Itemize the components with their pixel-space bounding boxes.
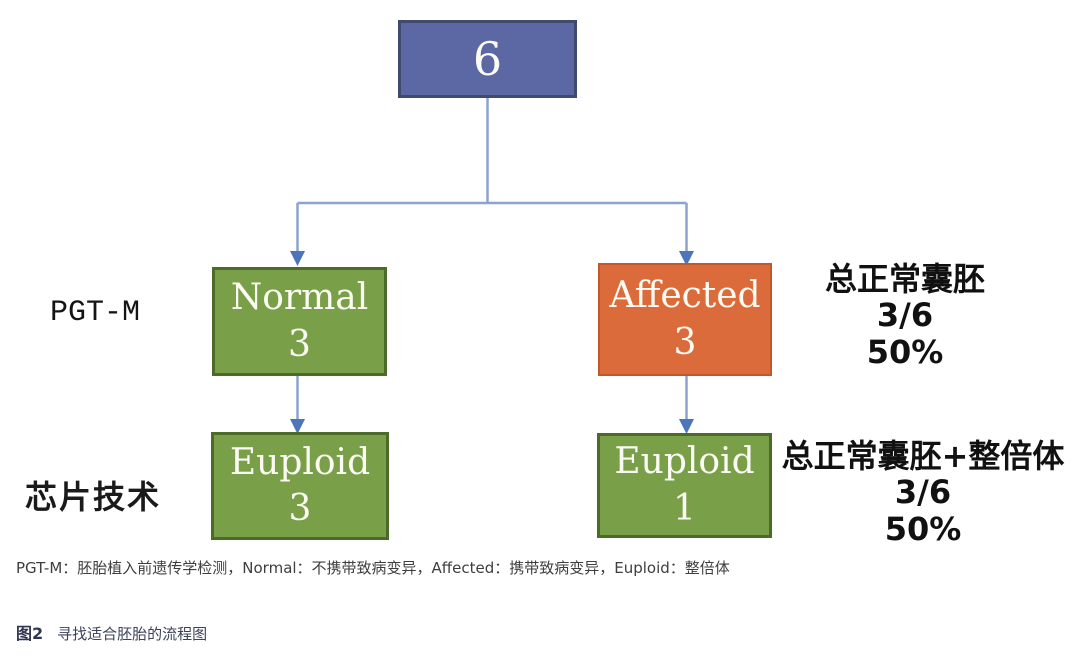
figure-footnote: PGT-M：胚胎植入前遗传学检测，Normal：不携带致病变异，Affected… bbox=[16, 559, 730, 577]
annotation-fraction: 3/6 bbox=[876, 296, 934, 335]
annotation-normal-blastocyst: 总正常囊胚 3/6 50% bbox=[790, 260, 1020, 371]
figure-caption-text: 寻找适合胚胎的流程图 bbox=[57, 625, 208, 643]
annotation-percent: 50% bbox=[866, 332, 944, 371]
node-euploid-left-label: Euploid bbox=[229, 441, 371, 483]
node-total-embryos: 6 bbox=[398, 20, 577, 98]
figure-caption-number: 图2 bbox=[16, 624, 44, 643]
node-affected-label: Affected bbox=[609, 275, 761, 317]
node-euploid-left-count: 3 bbox=[288, 488, 312, 529]
node-normal-label: Normal bbox=[230, 277, 369, 319]
annotation-fraction: 3/6 bbox=[894, 473, 952, 512]
row-label-chip-technology: 芯片技术 bbox=[24, 478, 161, 516]
figure-caption: 图2 寻找适合胚胎的流程图 bbox=[16, 620, 207, 644]
node-affected: Affected 3 bbox=[598, 263, 772, 376]
node-euploid-of-normal: Euploid 3 bbox=[211, 432, 389, 540]
node-euploid-right-label: Euploid bbox=[614, 441, 755, 483]
node-normal: Normal 3 bbox=[212, 267, 387, 376]
node-total-value: 6 bbox=[472, 31, 503, 86]
arrowhead-icon bbox=[290, 251, 305, 266]
node-affected-count: 3 bbox=[673, 321, 697, 363]
annotation-normal-euploid: 总正常囊胚+整倍体 3/6 50% bbox=[772, 437, 1074, 548]
node-euploid-right-count: 1 bbox=[673, 487, 696, 529]
annotation-percent: 50% bbox=[884, 509, 962, 548]
annotation-title: 总正常囊胚 bbox=[824, 260, 985, 298]
row-label-pgt-m: PGT-M bbox=[49, 296, 140, 330]
annotation-title: 总正常囊胚+整倍体 bbox=[781, 437, 1065, 475]
arrowhead-icon bbox=[679, 419, 694, 434]
node-euploid-of-affected: Euploid 1 bbox=[597, 433, 772, 538]
node-normal-count: 3 bbox=[288, 323, 311, 365]
